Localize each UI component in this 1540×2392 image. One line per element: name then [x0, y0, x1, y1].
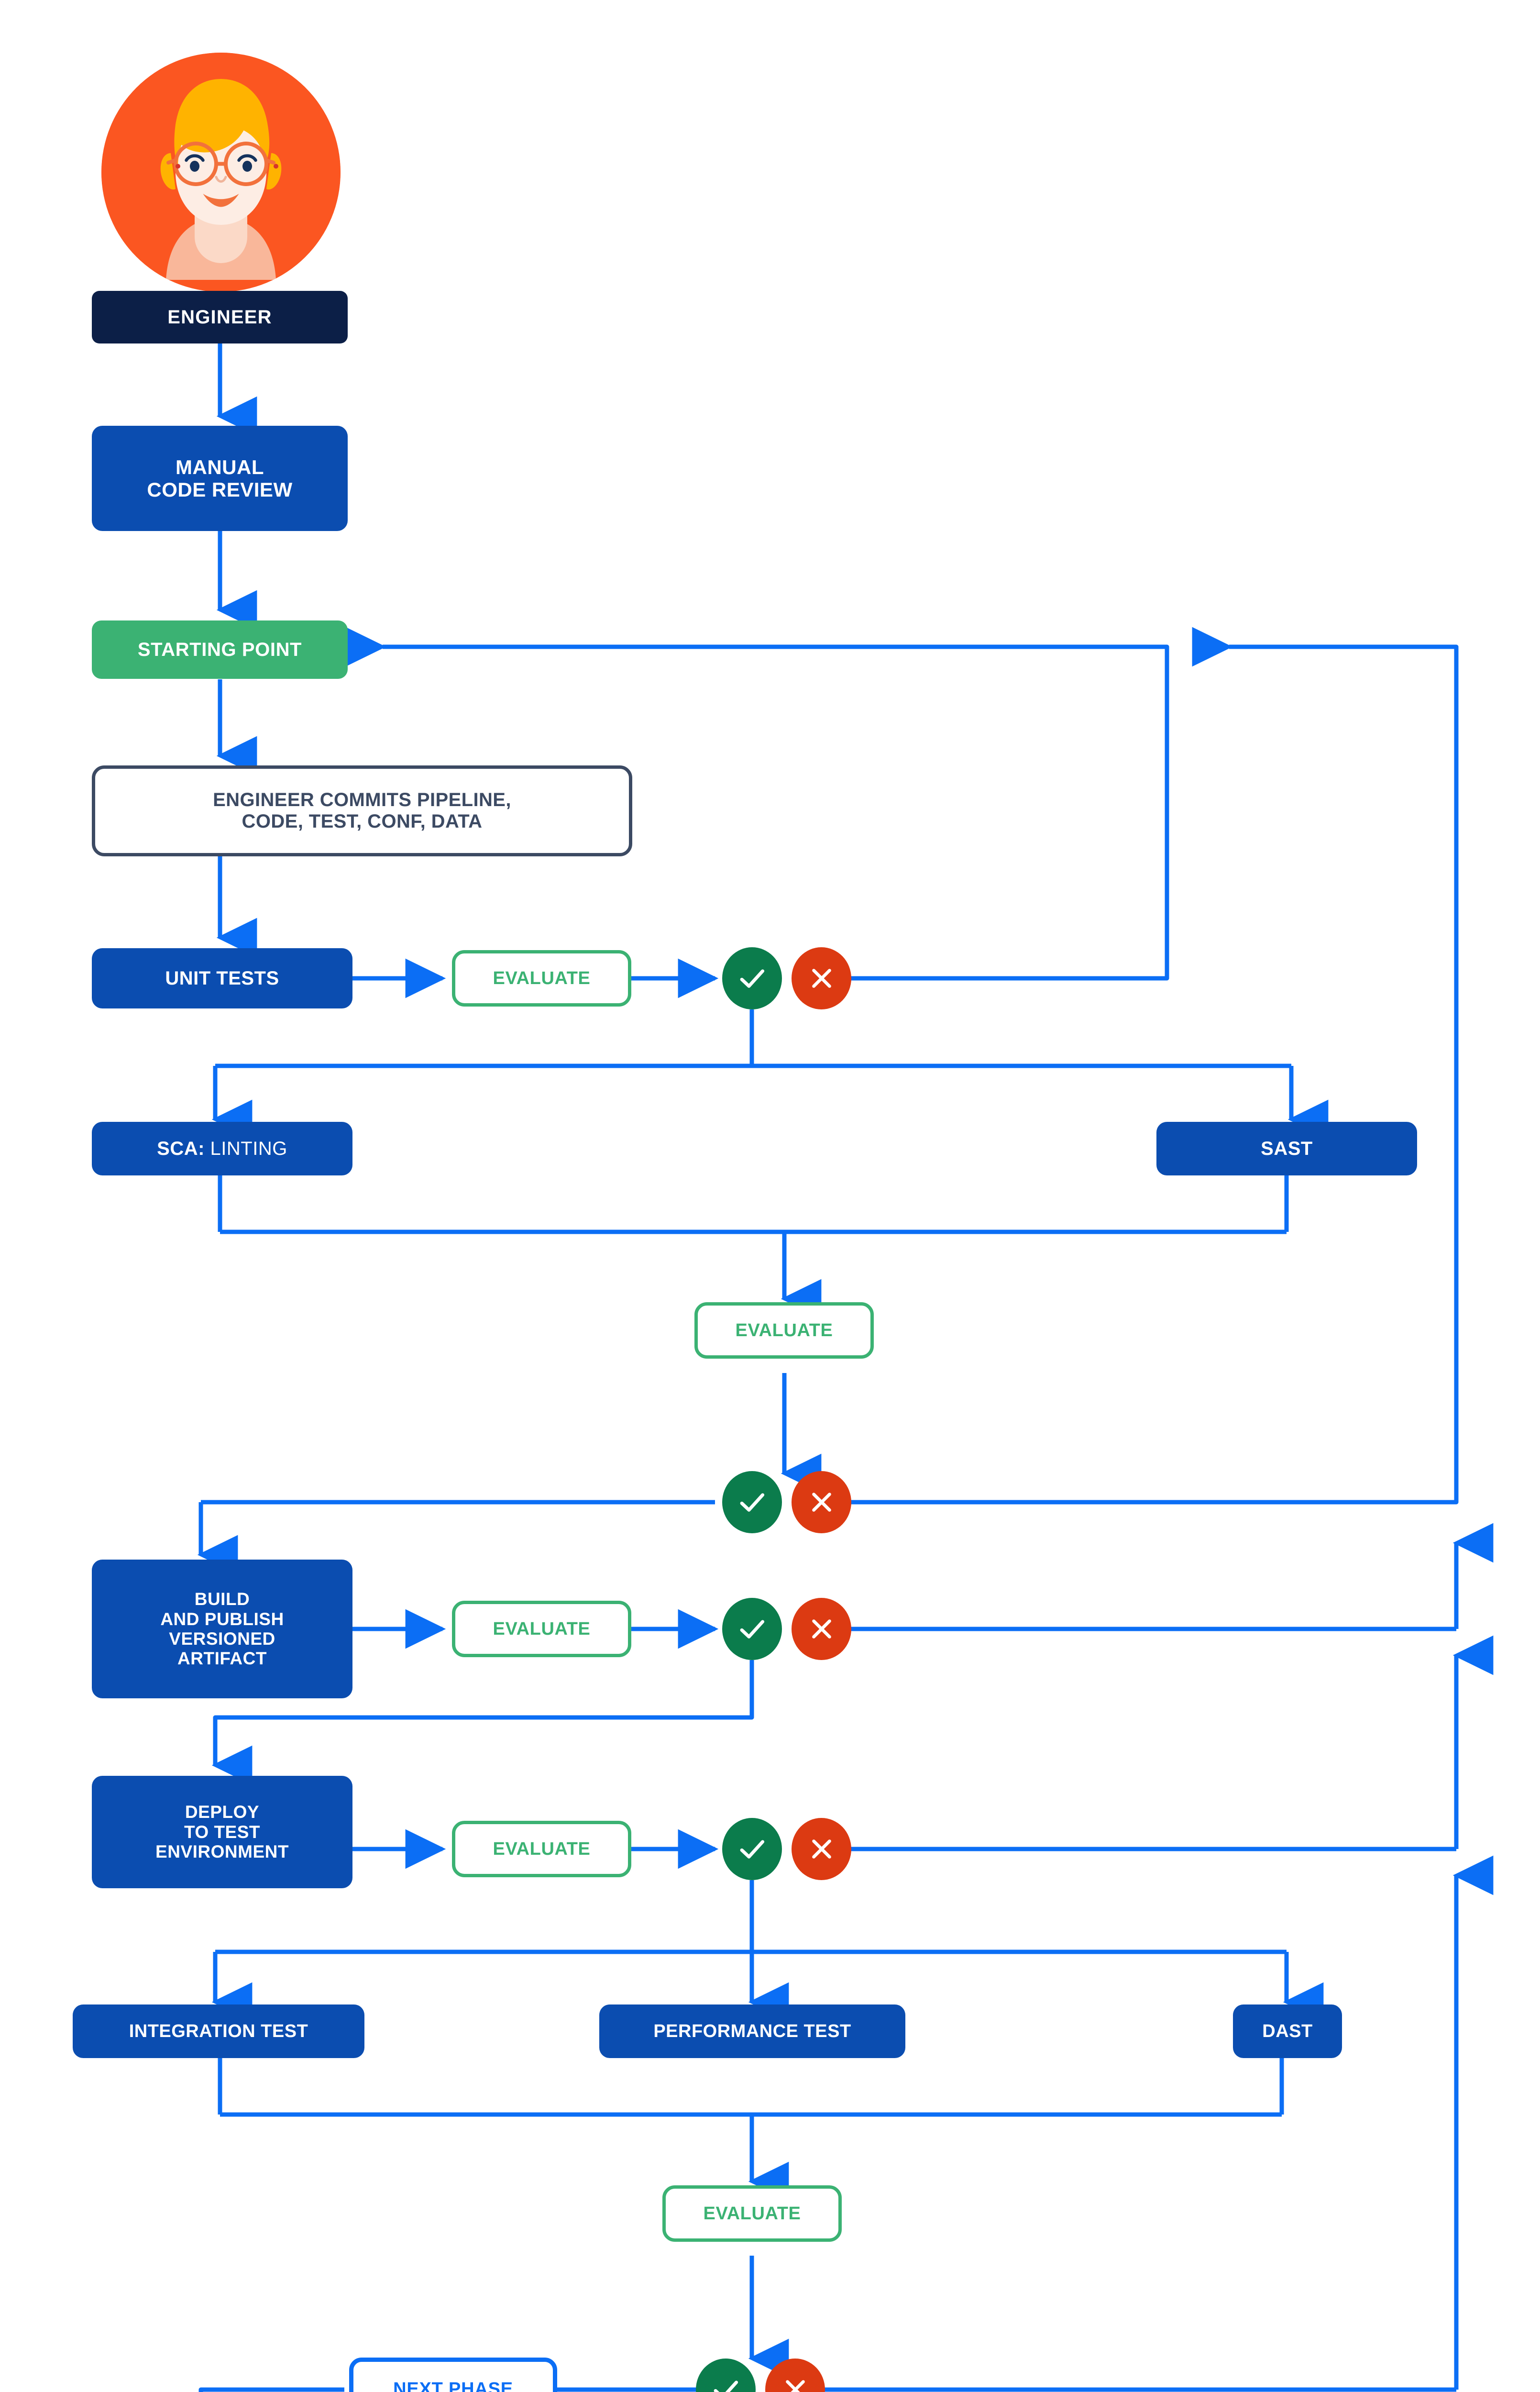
engineer-badge-label: ENGINEER	[167, 306, 272, 328]
node-engineer-commits[interactable]: ENGINEER COMMITS PIPELINE, CODE, TEST, C…	[92, 765, 632, 856]
sca-linting-label: SCA: LINTING	[157, 1138, 287, 1160]
evaluate-gate-3[interactable]: EVALUATE	[452, 1601, 631, 1657]
check-icon	[740, 1620, 764, 1639]
evaluate-gate-4[interactable]: EVALUATE	[452, 1821, 631, 1877]
cross-icon	[812, 1493, 831, 1512]
build-line3: VERSIONED	[169, 1629, 275, 1649]
fail-marker-3[interactable]	[792, 1598, 851, 1660]
cross-icon	[812, 1619, 831, 1639]
node-unit-tests[interactable]: UNIT TESTS	[92, 948, 352, 1008]
evaluate-gate-4-label: EVALUATE	[493, 1838, 591, 1859]
node-performance-test[interactable]: PERFORMANCE TEST	[599, 2004, 905, 2058]
evaluate-gate-1[interactable]: EVALUATE	[452, 950, 631, 1007]
fail-marker-2[interactable]	[792, 1471, 851, 1533]
evaluate-gate-5-label: EVALUATE	[703, 2203, 801, 2224]
evaluate-gate-5[interactable]: EVALUATE	[662, 2185, 842, 2242]
check-icon	[740, 969, 764, 988]
starting-point-label: STARTING POINT	[137, 639, 302, 660]
evaluate-gate-2[interactable]: EVALUATE	[694, 1302, 874, 1359]
manual-code-review-line2: CODE REVIEW	[147, 478, 293, 501]
node-manual-code-review[interactable]: MANUAL CODE REVIEW	[92, 426, 348, 531]
performance-test-label: PERFORMANCE TEST	[653, 2021, 851, 2041]
check-icon	[714, 2381, 738, 2392]
cross-icon	[785, 2380, 805, 2392]
sca-suffix: LINTING	[210, 1138, 287, 1159]
engineer-commits-line2: CODE, TEST, CONF, DATA	[242, 811, 483, 832]
unit-tests-label: UNIT TESTS	[165, 967, 279, 989]
pass-marker-4[interactable]	[722, 1818, 782, 1880]
node-integration-test[interactable]: INTEGRATION TEST	[73, 2004, 364, 2058]
sast-label: SAST	[1261, 1138, 1313, 1159]
engineer-commits-line1: ENGINEER COMMITS PIPELINE,	[213, 789, 511, 811]
pass-marker-2[interactable]	[722, 1471, 782, 1533]
node-starting-point[interactable]: STARTING POINT	[92, 620, 348, 679]
node-build-publish-artifact[interactable]: BUILD AND PUBLISH VERSIONED ARTIFACT	[92, 1560, 352, 1698]
deploy-line1: DEPLOY	[185, 1802, 260, 1822]
cross-icon	[812, 969, 831, 988]
fail-marker-4[interactable]	[792, 1818, 851, 1880]
fail-marker-5[interactable]	[765, 2359, 825, 2392]
next-phase-label: NEXT PHASE	[393, 2379, 513, 2392]
check-icon	[740, 1493, 764, 1512]
sca-prefix: SCA:	[157, 1138, 205, 1159]
deploy-line3: ENVIRONMENT	[155, 1842, 289, 1862]
pass-marker-1[interactable]	[722, 947, 782, 1009]
evaluate-gate-1-label: EVALUATE	[493, 968, 591, 988]
node-deploy-test-environment[interactable]: DEPLOY TO TEST ENVIRONMENT	[92, 1776, 352, 1888]
node-sca-linting[interactable]: SCA: LINTING	[92, 1122, 352, 1175]
build-line1: BUILD	[194, 1589, 250, 1609]
node-sast[interactable]: SAST	[1156, 1122, 1417, 1175]
check-icon	[740, 1840, 764, 1859]
evaluate-gate-3-label: EVALUATE	[493, 1618, 591, 1639]
build-line2: AND PUBLISH	[160, 1609, 284, 1629]
engineer-badge: ENGINEER	[92, 291, 348, 343]
build-line4: ARTIFACT	[177, 1649, 267, 1669]
cross-icon	[812, 1839, 831, 1859]
deploy-line2: TO TEST	[184, 1822, 261, 1842]
pass-marker-3[interactable]	[722, 1598, 782, 1660]
integration-test-label: INTEGRATION TEST	[129, 2021, 308, 2041]
fail-marker-1[interactable]	[792, 947, 851, 1009]
engineer-avatar	[101, 53, 341, 292]
node-dast[interactable]: DAST	[1233, 2004, 1342, 2058]
evaluate-gate-2-label: EVALUATE	[735, 1320, 833, 1340]
manual-code-review-line1: MANUAL	[176, 455, 264, 478]
pass-marker-5[interactable]	[696, 2359, 756, 2392]
node-next-phase[interactable]: NEXT PHASE	[349, 2358, 557, 2392]
dast-label: DAST	[1262, 2021, 1313, 2041]
